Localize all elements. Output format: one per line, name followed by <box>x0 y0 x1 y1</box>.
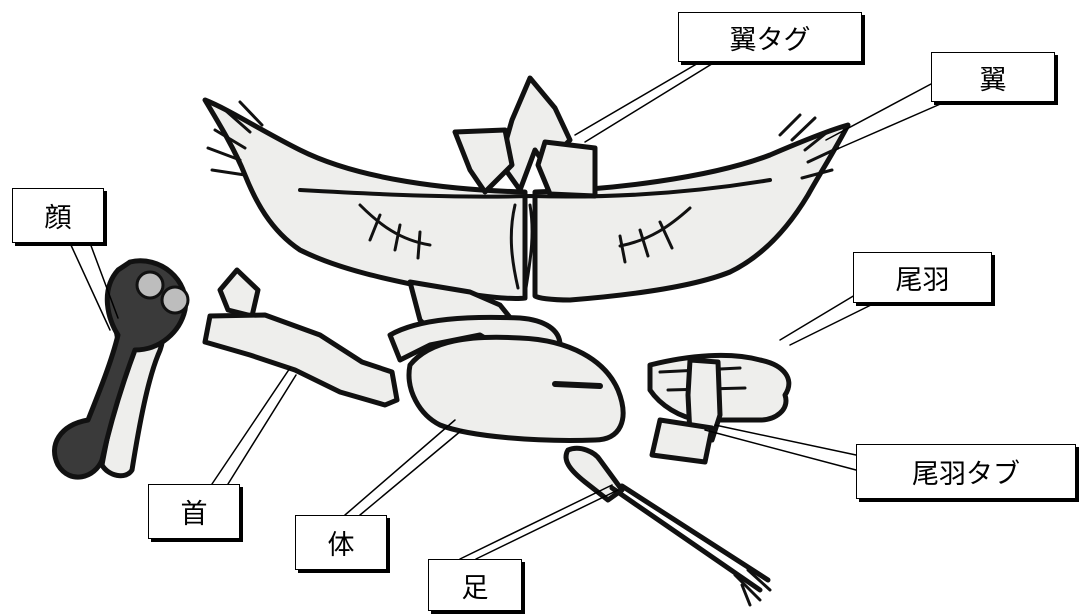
neck-label: 首 <box>148 484 240 539</box>
tail-tab-part <box>649 357 723 465</box>
wings-part <box>202 97 851 303</box>
pointer-lines <box>69 61 946 560</box>
tail-feathers-label: 尾羽 <box>853 252 992 303</box>
body-part <box>387 279 626 443</box>
wing-tag-label: 翼タグ <box>678 12 862 62</box>
wing-label: 翼 <box>931 52 1055 102</box>
face-part <box>52 258 190 480</box>
body-label: 体 <box>295 515 387 570</box>
leg-label: 足 <box>428 559 522 611</box>
face-label: 顔 <box>12 188 104 243</box>
wing-tag-part <box>452 75 598 199</box>
leg-part <box>563 445 772 607</box>
neck-part <box>202 267 400 408</box>
tail-tab-label: 尾羽タブ <box>856 444 1076 499</box>
